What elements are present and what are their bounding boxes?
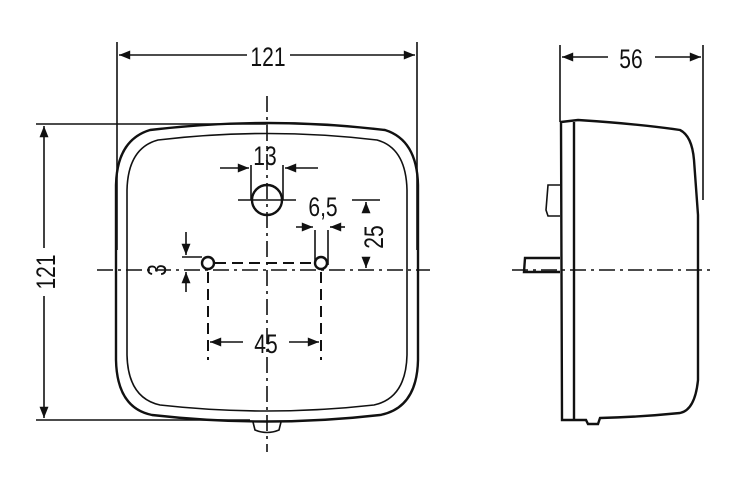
housing-inner-outline	[126, 132, 408, 412]
front-view: 121 121 13 6,5 25	[32, 42, 430, 452]
connector	[545, 184, 560, 217]
mounting-hole-small-left	[200, 255, 216, 271]
hole-diameter-label: 13	[253, 142, 276, 172]
mounting-hole-small-right	[313, 255, 329, 271]
small-offset-label: 3	[143, 264, 173, 276]
width-dimension-label: 121	[250, 43, 285, 73]
side-housing-outline	[559, 118, 700, 426]
small-hole-diameter-label: 6,5	[308, 193, 337, 223]
depth-dimension-label: 56	[619, 45, 642, 75]
vertical-offset-label: 25	[360, 225, 390, 248]
height-dimension-label: 121	[32, 254, 62, 289]
side-view: 56	[512, 45, 712, 426]
hole-spacing-label: 45	[254, 330, 277, 360]
housing-outer-outline	[114, 121, 420, 423]
mounting-bracket	[522, 256, 560, 274]
